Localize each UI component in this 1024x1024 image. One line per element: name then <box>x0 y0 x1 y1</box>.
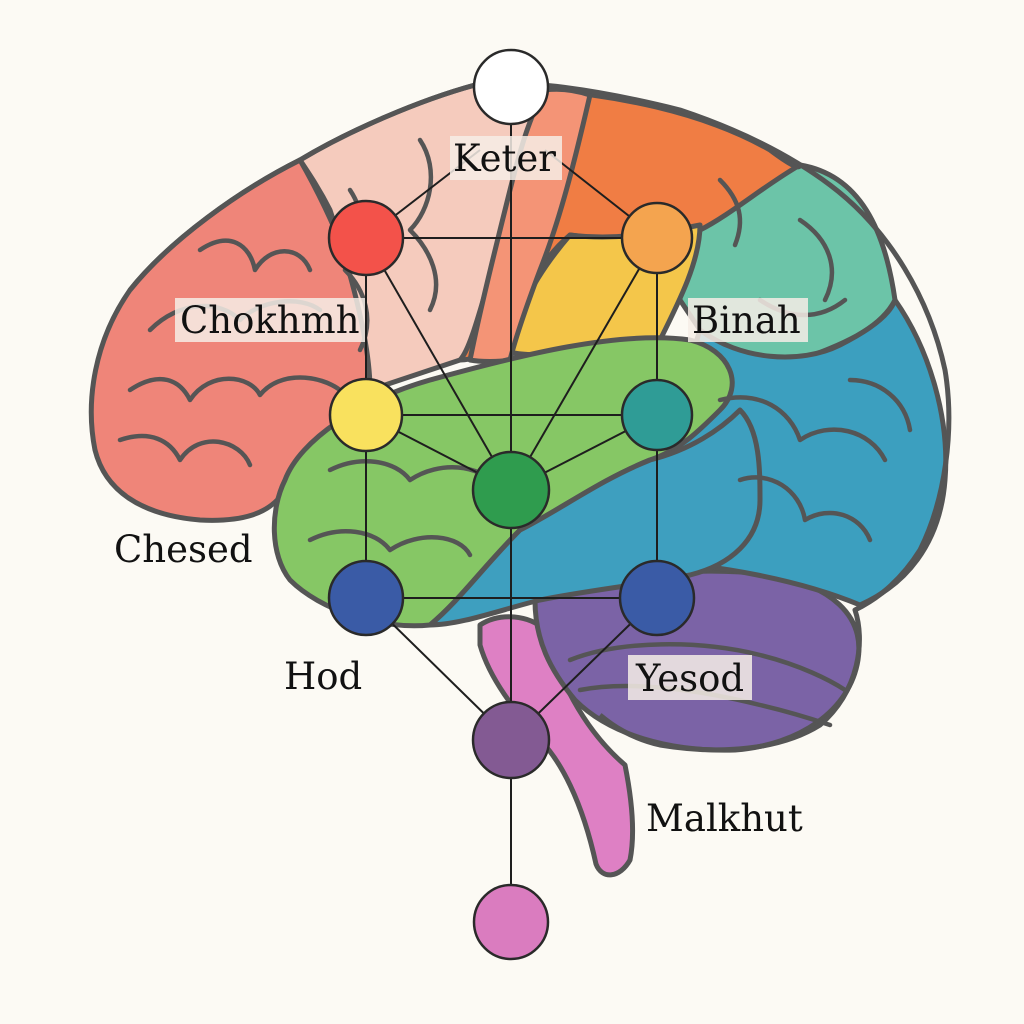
binah-label: Binah <box>692 299 801 342</box>
keter-label: Keter <box>453 137 556 180</box>
node-purple <box>471 700 551 780</box>
yesod-label: Yesod <box>635 657 744 700</box>
yesod-label-bg <box>628 655 752 700</box>
node-green <box>471 450 551 530</box>
node-top-white <box>472 48 550 126</box>
chokhmh-label: Chokhmh <box>180 299 360 342</box>
node-blue-left <box>327 559 405 637</box>
chokhmh-label-bg <box>175 298 365 342</box>
sefirot-labels: Keter Chokhmh Binah Chesed Hod Yesod Mal… <box>114 136 808 840</box>
malkhut-label: Malkhut <box>646 797 803 840</box>
hod-label: Hod <box>284 655 362 698</box>
chesed-label: Chesed <box>114 528 253 571</box>
node-yellow <box>328 377 404 453</box>
node-orange <box>620 201 694 275</box>
node-pink <box>472 883 550 961</box>
tree-nodes <box>327 48 696 961</box>
node-teal <box>620 378 694 452</box>
gyri-lines <box>117 137 913 728</box>
edge-orange-green <box>510 237 658 491</box>
binah-label-bg <box>688 298 808 342</box>
brain-outline <box>128 80 952 753</box>
node-blue-right <box>618 559 696 637</box>
edge-red-green <box>365 237 512 491</box>
keter-label-bg <box>450 136 562 180</box>
node-red <box>327 199 405 277</box>
